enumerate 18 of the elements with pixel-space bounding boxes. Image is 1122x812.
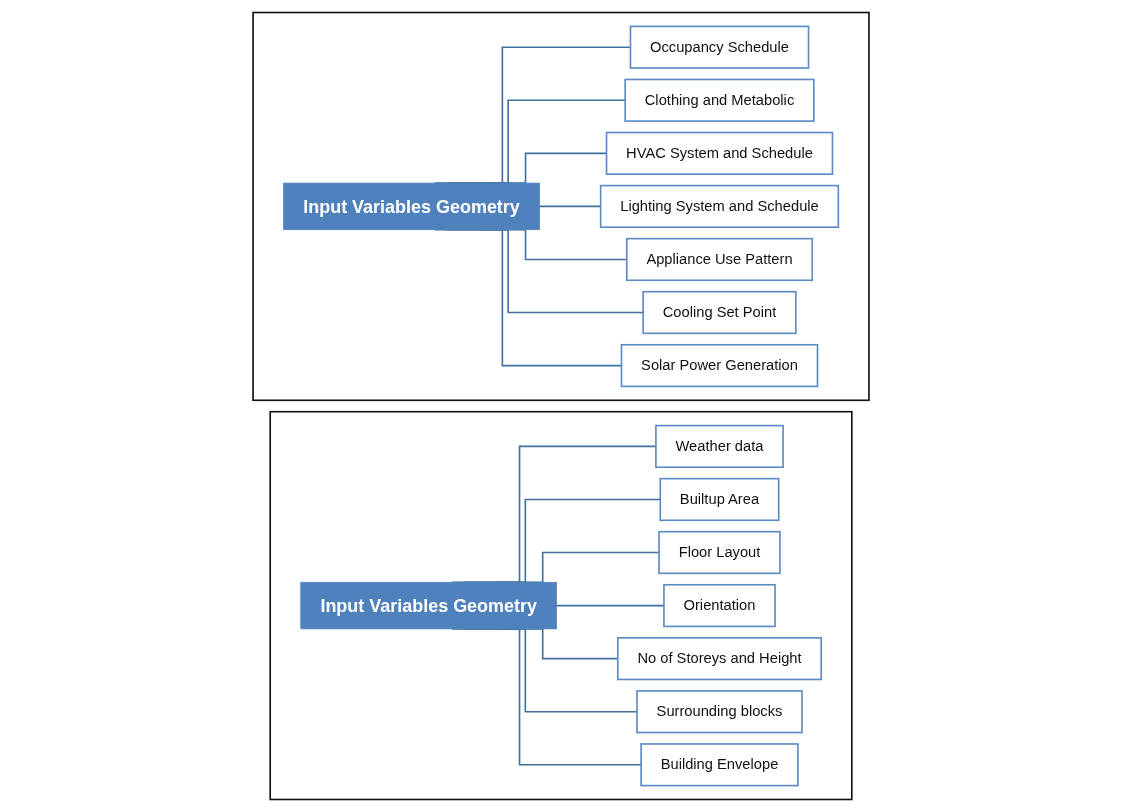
- node-box: Input Variables Geometry: [300, 581, 557, 630]
- node-box: Clothing and Metabolic: [624, 78, 815, 122]
- cluster: [252, 11, 870, 402]
- node-box: Orientation: [663, 583, 776, 628]
- node-box: Cooling Set Point: [642, 290, 797, 335]
- cluster: [269, 410, 853, 801]
- node-box: Surrounding blocks: [636, 690, 803, 734]
- node-box: Building Envelope: [640, 743, 799, 787]
- node-box: Weather data: [655, 424, 784, 469]
- node-box: No of Storeys and Height: [617, 637, 822, 681]
- node-box: Occupancy Schedule: [629, 25, 810, 69]
- node-box: Input Variables Geometry: [283, 182, 540, 231]
- node-box: Appliance Use Pattern: [626, 237, 813, 282]
- node-box: HVAC System and Schedule: [605, 131, 834, 175]
- node-box: Builtup Area: [659, 477, 780, 522]
- node-box: Lighting System and Schedule: [599, 184, 840, 229]
- node-box: Solar Power Generation: [620, 343, 819, 388]
- node-box: Floor Layout: [658, 530, 781, 575]
